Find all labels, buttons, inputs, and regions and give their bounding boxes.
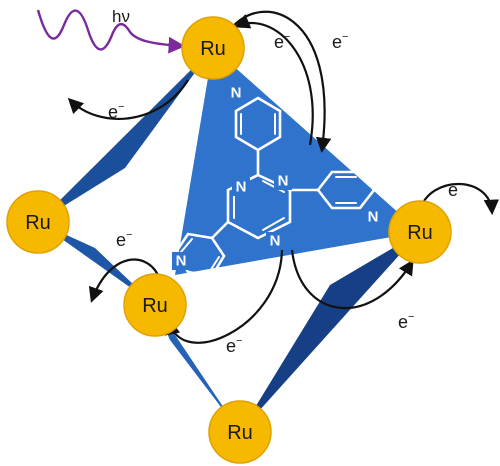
arrow-center-right bbox=[290, 249, 414, 310]
e-label-5: e− bbox=[226, 335, 242, 356]
atom-n-ring-3: N bbox=[270, 233, 281, 250]
e-label-6: e− bbox=[398, 311, 414, 332]
photon-wave bbox=[36, 9, 186, 54]
e-label-4: e− bbox=[116, 229, 132, 250]
ligand-atoms: N N N N N N bbox=[172, 82, 382, 270]
e-label-2: e− bbox=[332, 31, 348, 52]
ru-label-middle: Ru bbox=[142, 295, 168, 317]
ru-label-left: Ru bbox=[25, 212, 51, 234]
e-label-7: e− bbox=[448, 179, 464, 200]
face-bottom-left bbox=[155, 305, 240, 432]
ru-label-top: Ru bbox=[200, 38, 226, 60]
atom-n-right: N bbox=[368, 209, 379, 226]
atom-n-ring-2: N bbox=[278, 173, 289, 190]
arrow-mid-left-up bbox=[88, 258, 162, 303]
arrow-right-out bbox=[418, 182, 500, 216]
atom-n-ring-1: N bbox=[236, 179, 247, 196]
arrow-top-inner bbox=[234, 14, 314, 146]
pyridine-right bbox=[316, 170, 376, 210]
pyridine-left bbox=[174, 232, 226, 278]
ru-node-top: Ru bbox=[181, 16, 245, 80]
atom-n-left: N bbox=[176, 253, 187, 270]
face-central bbox=[175, 48, 420, 275]
ru-node-middle: Ru bbox=[123, 273, 187, 337]
electron-labels: e− e− e− e− e− e− e− bbox=[108, 31, 464, 356]
ru-node-left: Ru bbox=[6, 190, 70, 254]
face-left-upper bbox=[38, 48, 213, 222]
photon-label: hν bbox=[112, 7, 130, 26]
ru-node-right: Ru bbox=[388, 200, 452, 264]
arrow-mid-bottom bbox=[165, 249, 284, 344]
ru-node-bottom: Ru bbox=[208, 400, 272, 464]
ru-label-bottom: Ru bbox=[227, 422, 253, 444]
arrow-top-left-out bbox=[67, 79, 189, 120]
e-label-1: e− bbox=[274, 31, 290, 52]
tpt-ligand bbox=[174, 96, 376, 278]
face-left-lower bbox=[38, 222, 155, 305]
e-label-3: e− bbox=[108, 101, 124, 122]
pyridine-top bbox=[234, 96, 282, 152]
face-bottom-right bbox=[240, 232, 420, 432]
ru-label-right: Ru bbox=[407, 222, 433, 244]
atom-n-top: N bbox=[231, 85, 242, 102]
